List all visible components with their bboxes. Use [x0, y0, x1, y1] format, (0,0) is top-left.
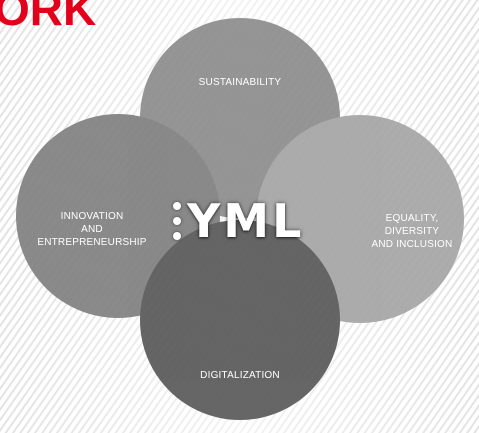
equality-label: EQUALITY, DIVERSITY AND INCLUSION — [352, 212, 472, 251]
equality-label-line: AND INCLUSION — [371, 239, 453, 250]
digitalization-label-line: DIGITALIZATION — [200, 370, 280, 381]
innovation-label-line: ENTREPRENEURSHIP — [37, 237, 147, 248]
digitalization-circle — [140, 220, 340, 420]
sustainability-label: SUSTAINABILITY — [190, 76, 290, 89]
innovation-label: INNOVATION AND ENTREPRENEURSHIP — [18, 210, 166, 249]
digitalization-label: DIGITALIZATION — [190, 369, 290, 382]
sustainability-label-line: SUSTAINABILITY — [198, 77, 282, 88]
logo-dot — [173, 202, 181, 210]
equality-label-line: EQUALITY, — [385, 213, 439, 224]
yml-logo: YML — [173, 193, 304, 249]
logo-dots — [173, 202, 181, 240]
heading-fragment: ORK — [0, 0, 97, 35]
equality-label-line: DIVERSITY — [384, 226, 440, 237]
innovation-label-line: INNOVATION — [60, 211, 124, 222]
logo-dot — [173, 217, 181, 225]
logo-text: YML — [187, 194, 305, 248]
logo-dot — [173, 232, 181, 240]
innovation-label-line: AND — [81, 224, 103, 235]
